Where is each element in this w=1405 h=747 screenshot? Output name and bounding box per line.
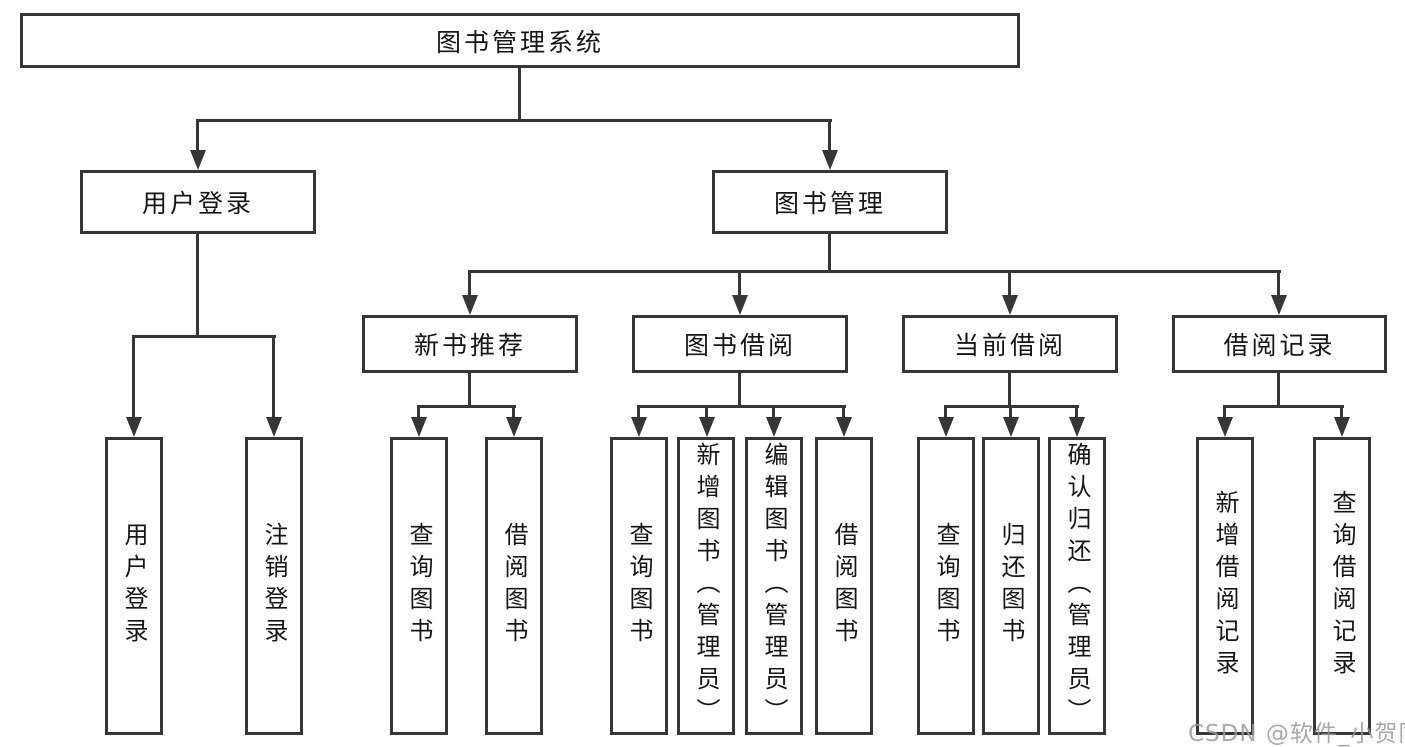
- connector-line: [196, 119, 199, 155]
- connector-line: [1223, 405, 1344, 408]
- leaf-query-borrow-record: 查询借阅记录: [1313, 437, 1371, 735]
- node-book-borrowing: 图书借阅: [632, 315, 848, 373]
- leaf-label: 查询借阅记录: [1328, 490, 1356, 682]
- connector-line: [772, 405, 775, 421]
- arrow-down-icon: [1002, 295, 1018, 315]
- connector-line: [842, 405, 845, 421]
- arrow-down-icon: [1334, 417, 1350, 437]
- connector-line: [468, 270, 471, 298]
- arrow-down-icon: [462, 295, 478, 315]
- leaf-return-books: 归还图书: [982, 437, 1040, 735]
- arrow-down-icon: [732, 295, 748, 315]
- connector-line: [1277, 270, 1280, 298]
- arrow-down-icon: [411, 417, 427, 437]
- arrow-down-icon: [126, 417, 142, 437]
- leaf-label: 查询图书: [932, 522, 960, 650]
- leaf-edit-book-admin: 编辑图书（管理员）: [745, 437, 803, 735]
- arrow-down-icon: [1271, 295, 1287, 315]
- connector-line: [1008, 373, 1011, 408]
- node-new-book-recommendation: 新书推荐: [362, 315, 578, 373]
- leaf-borrow-books-borrowing: 借阅图书: [815, 437, 873, 735]
- leaf-label: 查询图书: [625, 522, 653, 650]
- connector-line: [1008, 270, 1011, 298]
- node-library-management-system: 图书管理系统: [20, 13, 1020, 68]
- leaf-confirm-return-admin: 确认归还（管理员）: [1048, 437, 1106, 735]
- leaf-add-book-admin: 新增图书（管理员）: [677, 437, 735, 735]
- leaf-logout: 注销登录: [245, 437, 303, 735]
- arrow-down-icon: [766, 417, 782, 437]
- connector-line: [944, 405, 947, 421]
- leaf-label: 编辑图书（管理员）: [760, 442, 788, 730]
- arrow-down-icon: [190, 150, 206, 170]
- node-borrowing-records: 借阅记录: [1172, 315, 1387, 373]
- arrow-down-icon: [938, 417, 954, 437]
- connector-line: [1340, 405, 1343, 421]
- arrow-down-icon: [506, 417, 522, 437]
- connector-line: [705, 405, 708, 421]
- connector-line: [132, 335, 135, 419]
- connector-line: [468, 373, 471, 408]
- connector-line: [828, 234, 831, 273]
- connector-line: [272, 335, 275, 419]
- connector-line: [196, 234, 199, 338]
- connector-line: [738, 373, 741, 408]
- leaf-label: 注销登录: [260, 522, 288, 650]
- connector-line: [132, 335, 276, 338]
- leaf-query-books-current: 查询图书: [917, 437, 975, 735]
- connector-line: [417, 405, 420, 421]
- leaf-label: 借阅图书: [500, 522, 528, 650]
- arrow-down-icon: [822, 150, 838, 170]
- connector-line: [1277, 373, 1280, 408]
- connector-line: [637, 405, 846, 408]
- leaf-label: 用户登录: [120, 522, 148, 650]
- leaf-label: 新增借阅记录: [1211, 490, 1239, 682]
- connector-line: [738, 270, 741, 298]
- arrow-down-icon: [699, 417, 715, 437]
- arrow-down-icon: [1069, 417, 1085, 437]
- csdn-watermark: CSDN @软件_小贺同学: [1188, 721, 1405, 747]
- leaf-query-books-recommend: 查询图书: [390, 437, 448, 735]
- connector-line: [1075, 405, 1078, 421]
- leaf-label: 新增图书（管理员）: [692, 442, 720, 730]
- leaf-query-books-borrowing: 查询图书: [610, 437, 668, 735]
- connector-line: [518, 68, 521, 122]
- connector-line: [417, 405, 516, 408]
- arrow-down-icon: [266, 417, 282, 437]
- connector-line: [1009, 405, 1012, 421]
- leaf-label: 归还图书: [997, 522, 1025, 650]
- arrow-down-icon: [836, 417, 852, 437]
- leaf-label: 查询图书: [405, 522, 433, 650]
- connector-line: [637, 405, 640, 421]
- connector-line: [512, 405, 515, 421]
- connector-line: [196, 119, 832, 122]
- arrow-down-icon: [631, 417, 647, 437]
- connector-line: [1223, 405, 1226, 421]
- leaf-add-borrow-record: 新增借阅记录: [1196, 437, 1254, 735]
- node-current-borrowing: 当前借阅: [902, 315, 1118, 373]
- node-book-management: 图书管理: [712, 170, 948, 234]
- node-user-login: 用户登录: [80, 170, 316, 234]
- leaf-label: 借阅图书: [830, 522, 858, 650]
- connector-line: [828, 119, 831, 155]
- arrow-down-icon: [1003, 417, 1019, 437]
- leaf-label: 确认归还（管理员）: [1063, 442, 1091, 730]
- arrow-down-icon: [1217, 417, 1233, 437]
- leaf-user-login: 用户登录: [105, 437, 163, 735]
- connector-line: [468, 270, 1281, 273]
- leaf-borrow-books-recommend: 借阅图书: [485, 437, 543, 735]
